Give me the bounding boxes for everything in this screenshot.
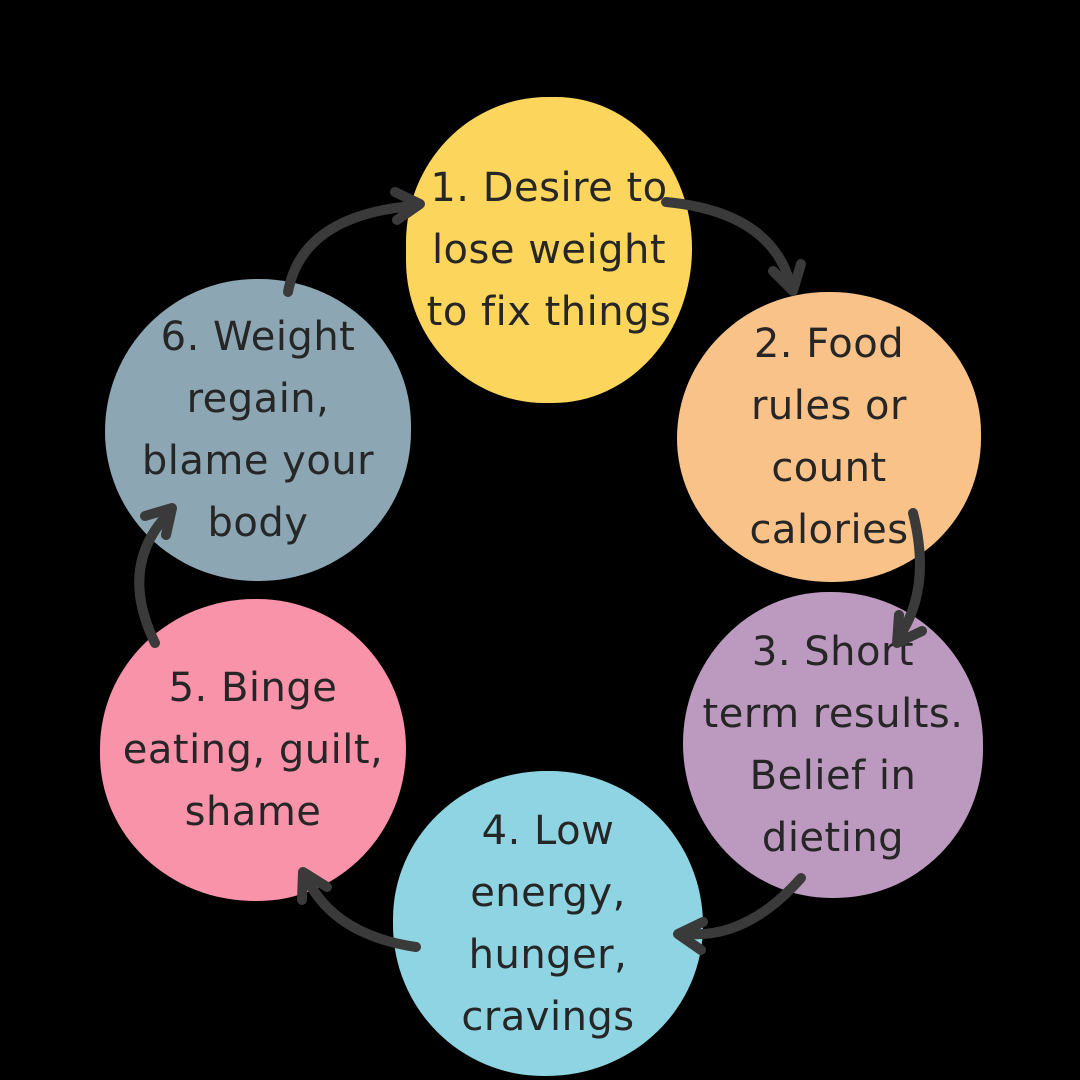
cycle-step-4-label: 4. Low energy, hunger, cravings (461, 807, 635, 1040)
arrowhead-1-to-2 (768, 259, 806, 296)
arrow-6-to-1 (283, 201, 417, 297)
cycle-step-6-bubble: 6. Weight regain, blame your body (105, 279, 411, 581)
cycle-step-6-label: 6. Weight regain, blame your body (141, 314, 375, 546)
cycle-step-1-bubble: 1. Desire to lose weight to fix things (406, 97, 692, 403)
cycle-step-5-bubble: 5. Binge eating, guilt, shame (100, 599, 406, 901)
cycle-step-3-label: 3. Short term results. Belief in dieting (702, 629, 964, 861)
cycle-step-5-label: 5. Binge eating, guilt, shame (122, 665, 384, 835)
cycle-step-3-bubble: 3. Short term results. Belief in dieting (683, 592, 983, 898)
cycle-step-2-label: 2. Food rules or count calories (749, 321, 909, 553)
cycle-step-1-label: 1. Desire to lose weight to fix things (426, 165, 672, 335)
cycle-step-2-bubble: 2. Food rules or count calories (677, 292, 981, 582)
cycle-step-4-bubble: 4. Low energy, hunger, cravings (393, 771, 703, 1076)
